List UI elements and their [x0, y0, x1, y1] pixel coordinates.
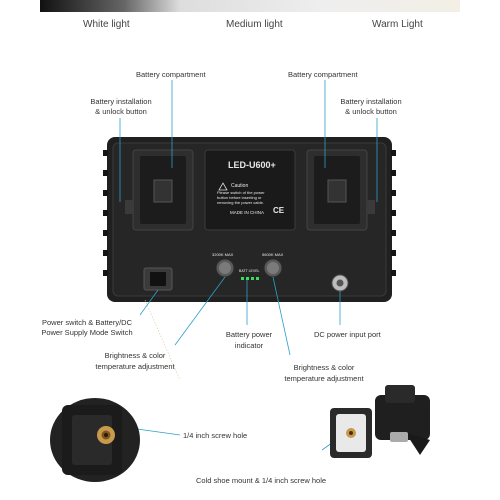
label-install-button-right-2: & unlock button	[345, 107, 397, 116]
temp-label-white: White light	[83, 19, 130, 30]
label-power-switch-2: Power Supply Mode Switch	[41, 328, 133, 337]
battery-level-text: BATT LEVEL	[239, 269, 260, 273]
temp-label-warm: Warm Light	[372, 19, 423, 30]
model-name: LED-U600+	[228, 160, 276, 170]
caution-line-1: Please switch of the power	[217, 190, 265, 195]
label-brightness-left-2: temperature adjustment	[95, 362, 175, 371]
temp-label-medium: Medium light	[226, 19, 283, 30]
label-screw-hole: 1/4 inch screw hole	[183, 431, 248, 440]
caution-line-3: removing the power cable.	[217, 200, 264, 205]
label-battery-indicator-2: indicator	[234, 341, 264, 350]
made-in-label: MADE IN CHINA	[230, 210, 265, 215]
label-install-button-left-2: & unlock button	[95, 107, 147, 116]
knob-left-label: 3200K MAX	[212, 252, 234, 257]
color-swatch-medium	[180, 0, 320, 12]
label-battery-compartment-right: Battery compartment	[288, 70, 358, 79]
label-battery-indicator-1: Battery power	[225, 330, 273, 339]
color-swatch-warm	[320, 0, 460, 12]
knob-right-label: 5600K MAX	[262, 252, 284, 257]
color-swatch-white	[40, 0, 180, 12]
label-power-switch-1: Power switch & Battery/DC	[41, 318, 133, 327]
label-install-button-right-1: Battery installation	[340, 97, 402, 106]
label-brightness-right-1: Brightness & color	[293, 363, 355, 372]
label-dc-port: DC power input port	[314, 330, 381, 339]
label-brightness-right-2: temperature adjustment	[284, 374, 364, 383]
label-cold-shoe: Cold shoe mount & 1/4 inch screw hole	[196, 476, 327, 485]
label-battery-compartment-left: Battery compartment	[136, 70, 206, 79]
label-install-button-left-1: Battery installation	[90, 97, 152, 106]
ce-mark: CE	[273, 206, 285, 215]
label-brightness-left-1: Brightness & color	[104, 351, 166, 360]
caution-line-2: button before inserting or	[217, 195, 262, 200]
caution-title: Caution	[231, 183, 249, 189]
